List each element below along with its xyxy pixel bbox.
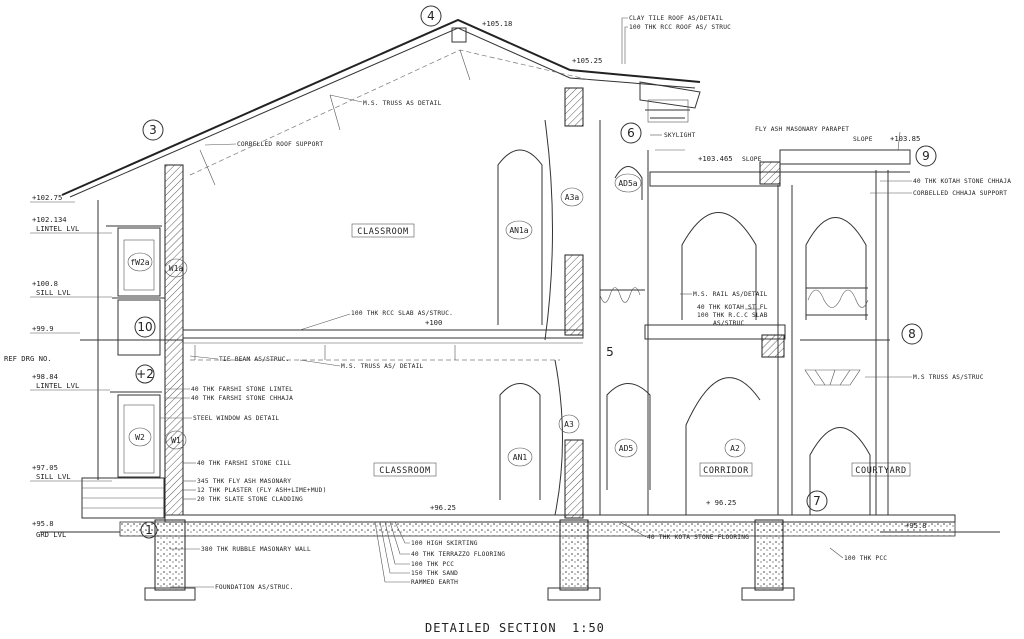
note-clay-tile: CLAY TILE ROOF AS/DETAIL — [629, 15, 723, 22]
note-steel-window: STEEL WINDOW AS DETAIL — [193, 415, 279, 422]
opening-tags: fW2a W1a W2 W1 AN1a AN1 A3a A3 AD5a AD5 … — [127, 173, 746, 467]
room-courtyard: COURTYARD — [855, 466, 906, 476]
tag-an1: AN1 — [513, 453, 528, 462]
annotation-notes: CLAY TILE ROOF AS/DETAIL 100 THK RCC ROO… — [191, 15, 1011, 591]
note-earth: RAMMED EARTH — [411, 579, 458, 586]
note-skylight: SKYLIGHT — [664, 132, 695, 139]
tag-a3a: A3a — [565, 193, 580, 202]
tag-a3: A3 — [564, 420, 574, 429]
level-ref-label: REF DRG NO. — [4, 354, 52, 363]
slope-label-2: SLOPE — [853, 136, 873, 143]
slope-label-1: SLOPE — [742, 156, 762, 163]
tag-fw2a: fW2a — [130, 258, 149, 267]
level-markers: +105.18 +105.25 +103.85 +102.75 +102.134… — [4, 19, 927, 539]
level-ground-label: GRD LVL — [36, 530, 66, 539]
level-ref-value: +99.9 — [32, 324, 54, 333]
note-corbelled-chhaja: CORBELLED CHHAJA SUPPORT — [913, 190, 1007, 197]
level-ground-value: +95.8 — [32, 519, 54, 528]
level-parapet: +103.85 — [890, 134, 920, 143]
room-labels: CLASSROOM CLASSROOM CORRIDOR COURTYARD — [351, 223, 911, 477]
note-kotah-chhaja: 40 THK KOTAH STONE CHHAJA — [913, 178, 1011, 185]
tag-w1: W1 — [171, 436, 181, 445]
note-ms-rail: M.S. RAIL AS/DETAIL — [693, 291, 768, 298]
title-scale: 1:50 — [572, 621, 605, 635]
level-ridge: +105.18 — [482, 19, 512, 28]
note-farshi-chhaja: 40 THK FARSHI STONE CHHAJA — [191, 395, 293, 402]
level-corridor-plinth: + 96.25 — [706, 498, 736, 507]
level-upper-lintel-label: LINTEL LVL — [36, 224, 79, 233]
arched-openings — [497, 149, 871, 515]
tag-ad5a: AD5a — [618, 179, 637, 188]
note-kota-flooring: 40 THK KOTA STONE FLOORING — [647, 534, 749, 541]
note-rcc-slab-right: 100 THK R.C.C SLAB — [697, 312, 768, 319]
note-skirting: 100 HIGH SKIRTING — [411, 540, 478, 547]
note-pcc-right: 100 THK PCC — [844, 555, 887, 562]
note-fly-ash-parapet: FLY ASH MASONARY PARAPET — [755, 126, 849, 133]
room-classroom-lower: CLASSROOM — [379, 466, 430, 476]
tag-a2: A2 — [730, 444, 740, 453]
note-plaster: 12 THK PLASTER (FLY ASH+LIME+MUD) — [197, 487, 327, 494]
level-first-floor: +100 — [425, 318, 442, 327]
level-upper-lintel-value: +102.134 — [32, 215, 67, 224]
grid-bubble-2: +2 — [136, 367, 154, 381]
note-sand: 150 THK SAND — [411, 570, 458, 577]
note-terrazzo: 40 THK TERRAZZO FLOORING — [411, 551, 505, 558]
level-courtyard: +95.8 — [905, 521, 927, 530]
grid-bubble-1: 1 — [145, 523, 153, 537]
note-rcc-roof: 100 THK RCC ROOF AS/ STRUC — [629, 24, 731, 31]
level-roof-edge: +105.25 — [572, 56, 602, 65]
grid-bubble-9: 9 — [922, 149, 930, 163]
tag-w2: W2 — [135, 433, 145, 442]
note-foundation: FOUNDATION AS/STRUC. — [215, 584, 294, 591]
title-text: DETAILED SECTION — [425, 621, 557, 635]
grid-bubble-5: 5 — [606, 345, 614, 359]
note-ms-truss-right: M.S TRUSS AS/STRUC — [913, 374, 984, 381]
level-lower-sill-label: SILL LVL — [36, 472, 71, 481]
main-roof — [61, 18, 701, 198]
note-slate-cladding: 20 THK SLATE STONE CLADDING — [197, 496, 303, 503]
grid-bubble-8: 8 — [908, 327, 916, 341]
note-rcc-slab-mid: 100 THK RCC SLAB AS/STRUC. — [351, 310, 453, 317]
room-corridor: CORRIDOR — [703, 466, 749, 476]
level-skylight-slope: +103.465 — [698, 154, 733, 163]
grid-bubble-6: 6 — [627, 126, 635, 140]
tag-ad5: AD5 — [619, 444, 634, 453]
note-pcc: 100 THK PCC — [411, 561, 454, 568]
leader-lines — [160, 17, 912, 588]
level-upper-sill-value: +100.8 — [32, 279, 58, 288]
foundations — [144, 519, 795, 601]
level-plinth: +96.25 — [430, 503, 456, 512]
tag-w1a: W1a — [169, 264, 184, 273]
note-ms-truss-mid: M.S. TRUSS AS/ DETAIL — [341, 363, 424, 370]
grid-bubbles: 1 +2 3 4 5 6 7 8 9 10 — [134, 5, 937, 539]
note-fly-ash-masonary: 345 THK FLY ASH MASONARY — [197, 478, 291, 485]
central-walls — [544, 87, 649, 519]
note-farshi-lintel: 40 THK FARSHI STONE LINTEL — [191, 386, 293, 393]
level-lower-lintel-value: +98.84 — [32, 372, 58, 381]
grid-bubble-3: 3 — [149, 123, 157, 137]
level-lower-sill-value: +97.05 — [32, 463, 58, 472]
note-corbelled-roof: CORBELLED ROOF SUPPORT — [237, 141, 323, 148]
left-wall — [81, 164, 184, 519]
level-lower-lintel-label: LINTEL LVL — [36, 381, 79, 390]
drawing-title: DETAILED SECTION 1:50 — [425, 621, 605, 635]
level-eave: +102.75 — [32, 193, 62, 202]
note-rubble-wall: 380 THK RUBBLE MASONARY WALL — [201, 546, 311, 553]
grid-bubble-7: 7 — [813, 494, 821, 508]
note-as-struc: AS/STRUC — [713, 320, 744, 327]
level-upper-sill-label: SILL LVL — [36, 288, 71, 297]
right-verandah — [599, 99, 911, 515]
grid-bubble-4: 4 — [427, 9, 435, 23]
note-ms-truss-roof: M.S. TRUSS AS DETAIL — [363, 100, 442, 107]
note-kotah-fl: 40 THK KOTAH ST FL — [697, 304, 768, 311]
grid-bubble-10: 10 — [137, 320, 152, 334]
note-farshi-cill: 40 THK FARSHI STONE CILL — [197, 460, 291, 467]
tag-an1a: AN1a — [509, 226, 528, 235]
room-classroom-upper: CLASSROOM — [357, 227, 408, 237]
note-tie-beam: TIE BEAM AS/STRUC. — [219, 356, 290, 363]
